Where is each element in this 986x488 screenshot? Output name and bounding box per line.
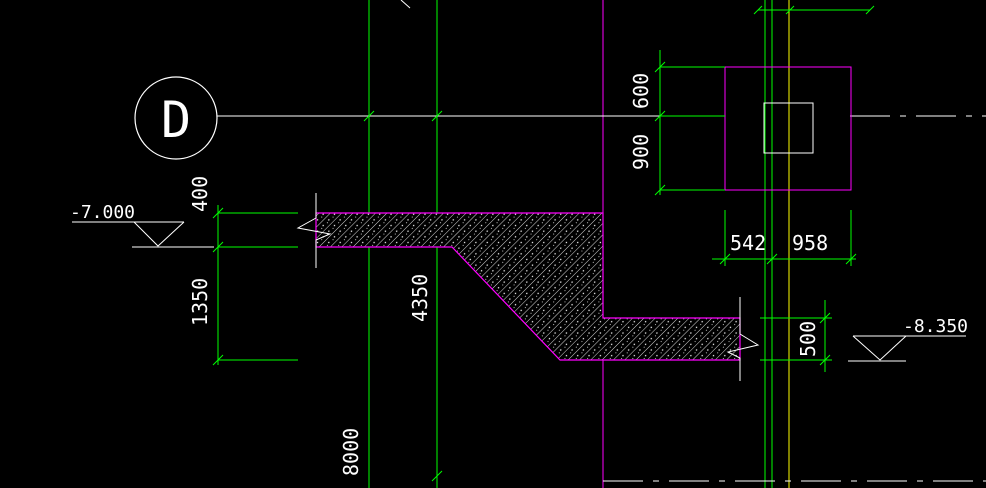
dim-vertical-span: 4350: [408, 274, 432, 322]
slab-section[interactable]: [315, 212, 741, 361]
right-vertical-dimension: [760, 300, 832, 372]
break-lines: [296, 193, 760, 381]
column-vertical-dimensions: [654, 50, 725, 196]
column-section[interactable]: [724, 66, 852, 191]
axis-ticks: [363, 110, 443, 122]
top-dimension-ticks: [400, 0, 875, 15]
elevation-right: -8.350: [903, 316, 968, 337]
dim-column-right: 958: [792, 231, 828, 255]
elevation-left: -7.000: [70, 202, 135, 223]
dim-column-left: 542: [730, 231, 766, 255]
span-tick: [431, 470, 443, 482]
dim-step-height: 1350: [188, 278, 212, 326]
dim-slab-left: 400: [188, 176, 212, 212]
left-vertical-dimensions: [212, 205, 298, 366]
left-elevation-marker: [72, 221, 214, 248]
dim-column-bottom: 900: [629, 134, 653, 170]
grid-axis-label: D: [161, 91, 191, 149]
right-elevation-marker: [848, 335, 966, 362]
column-horizontal-dimensions: [712, 210, 857, 266]
dim-slab-right: 500: [796, 321, 820, 357]
grid-axis-d[interactable]: D: [134, 76, 986, 160]
dim-column-top: 600: [629, 73, 653, 109]
dim-lower-span: 8000: [339, 428, 363, 476]
